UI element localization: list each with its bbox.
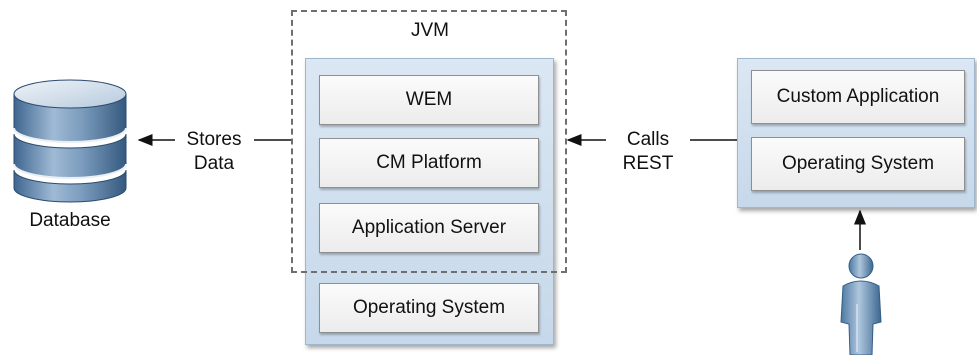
client-os-layer: Operating System xyxy=(751,137,965,191)
server-os-layer: Operating System xyxy=(319,283,539,333)
database-icon xyxy=(4,70,136,210)
user-icon xyxy=(835,252,887,355)
jvm-title: JVM xyxy=(411,20,449,41)
cm-platform-layer: CM Platform xyxy=(319,138,539,188)
custom-application-layer: Custom Application xyxy=(751,70,965,124)
database-label: Database xyxy=(29,210,111,231)
calls-rest-line2: REST xyxy=(622,153,674,174)
wem-layer: WEM xyxy=(319,75,539,125)
stores-data-label: Stores Data xyxy=(172,128,256,176)
application-server-layer: Application Server xyxy=(319,203,539,253)
stores-data-line2: Data xyxy=(193,153,235,174)
calls-rest-label: Calls REST xyxy=(608,128,688,176)
stores-data-line1: Stores xyxy=(186,129,242,150)
calls-rest-line1: Calls xyxy=(626,129,670,150)
jvm-boundary xyxy=(291,10,567,273)
